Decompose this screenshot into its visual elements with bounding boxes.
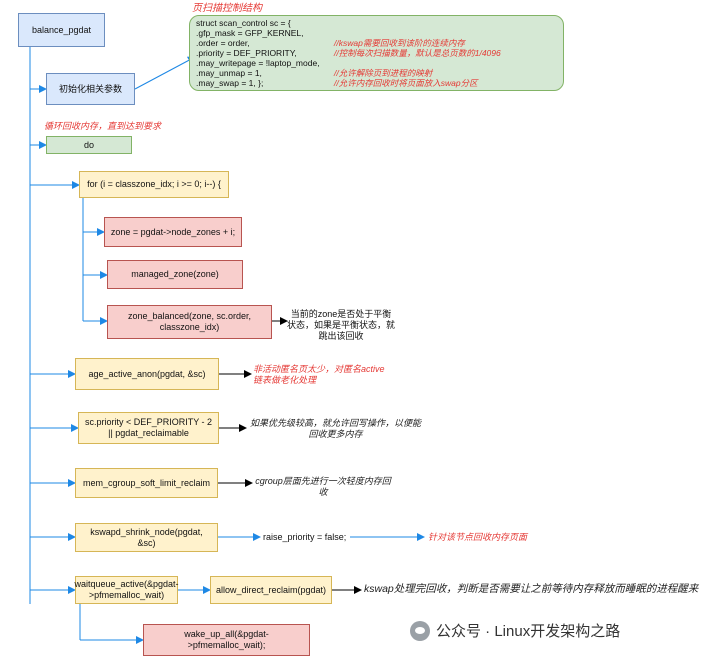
watermark: 公众号 · Linux开发架构之路	[410, 620, 620, 641]
node-mem-cgroup: mem_cgroup_soft_limit_reclaim	[75, 468, 218, 498]
node-waitqueue-active: waitqueue_active(&pgdat->pfmemalloc_wait…	[74, 576, 179, 604]
node-zone-balanced: zone_balanced(zone, sc.order, classzone_…	[107, 305, 272, 339]
code-text: .may_writepage = !laptop_mode,	[196, 58, 320, 68]
code-line: .may_writepage = !laptop_mode,	[196, 58, 557, 68]
code-text: .gfp_mask = GFP_KERNEL,	[196, 28, 304, 38]
code-line: struct scan_control sc = {	[196, 18, 557, 28]
code-comment: //kswap需要回收到该阶的连续内存	[334, 38, 465, 48]
scan-control-code-block: struct scan_control sc = { .gfp_mask = G…	[189, 15, 564, 91]
annotation-priority: 如果优先级较高，就允许回写操作，以便能回收更多内存	[249, 418, 421, 439]
node-age-active-anon: age_active_anon(pgdat, &sc)	[75, 358, 219, 390]
node-for-loop: for (i = classzone_idx; i >= 0; i--) {	[79, 171, 229, 198]
code-line: .order = order, //kswap需要回收到该阶的连续内存	[196, 38, 557, 48]
node-wake-up-all: wake_up_all(&pgdat->pfmemalloc_wait);	[143, 624, 310, 656]
code-text: .may_swap = 1, };	[196, 78, 264, 88]
code-text: struct scan_control sc = {	[196, 18, 291, 28]
code-line: .may_unmap = 1, //允许解除页到进程的映射	[196, 68, 557, 78]
code-line: .may_swap = 1, }; //允许内存回收时将页面放入swap分区	[196, 78, 557, 88]
code-text: .priority = DEF_PRIORITY,	[196, 48, 297, 58]
node-balance-pgdat: balance_pgdat	[18, 13, 105, 47]
code-line: .gfp_mask = GFP_KERNEL,	[196, 28, 557, 38]
annotation-shrink: 针对该节点回收内存页面	[428, 532, 528, 542]
code-comment: //允许内存回收时将页面放入swap分区	[334, 78, 478, 88]
annotation-cgroup: cgroup层面先进行一次轻度内存回收	[255, 476, 391, 497]
code-text: .order = order,	[196, 38, 250, 48]
annotation-age: 非活动匿名页太少，对匿名active链表做老化处理	[253, 364, 385, 385]
node-init-params: 初始化相关参数	[46, 73, 135, 105]
annotation-kswap: kswap处理完回收，判断是否需要让之前等待内存释放而睡眠的进程醒来	[364, 583, 699, 595]
node-zone-assign: zone = pgdat->node_zones + i;	[104, 217, 242, 247]
node-allow-direct-reclaim: allow_direct_reclaim(pgdat)	[210, 576, 332, 604]
annotation-loop: 循环回收内存，直到达到要求	[44, 121, 162, 131]
node-managed-zone: managed_zone(zone)	[107, 260, 243, 289]
code-block-title: 页扫描控制结构	[192, 3, 262, 14]
code-comment: //控制每次扫描数量，默认是总页数的1/4096	[334, 48, 501, 58]
node-kswapd-shrink: kswapd_shrink_node(pgdat, &sc)	[75, 523, 218, 552]
annotation-zone-balanced: 当前的zone是否处于平衡状态，如果是平衡状态，就跳出该回收	[287, 309, 396, 341]
code-text: .may_unmap = 1,	[196, 68, 262, 78]
node-do: do	[46, 136, 132, 154]
node-raise-priority: raise_priority = false;	[263, 532, 347, 542]
code-comment: //允许解除页到进程的映射	[334, 68, 433, 78]
wechat-icon	[410, 620, 430, 641]
node-priority-check: sc.priority < DEF_PRIORITY - 2 || pgdat_…	[78, 412, 219, 444]
watermark-text: 公众号 · Linux开发架构之路	[436, 623, 621, 640]
code-line: .priority = DEF_PRIORITY, //控制每次扫描数量，默认是…	[196, 48, 557, 58]
